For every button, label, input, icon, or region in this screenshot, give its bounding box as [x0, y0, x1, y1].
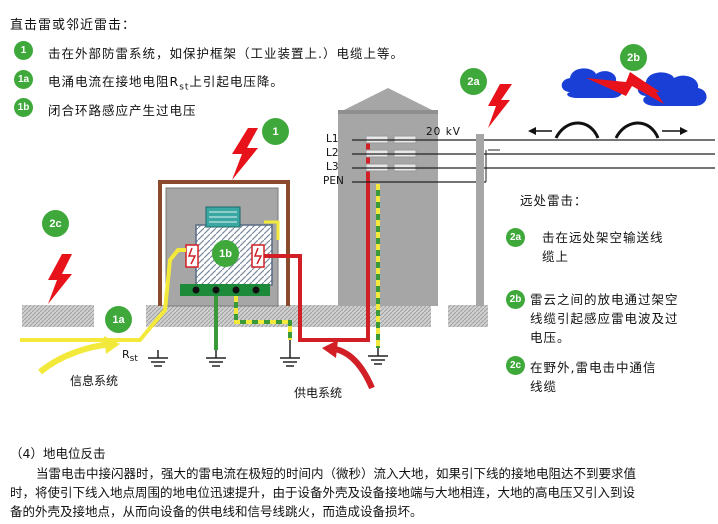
section-heading: （4）地电位反击 [10, 446, 106, 461]
protection-frame [158, 180, 290, 306]
label-rst: Rst [122, 348, 138, 364]
label-rst-main: R [122, 348, 130, 361]
remote-item-2a: 击在远处架空输送线 缆上 [542, 228, 664, 266]
ground-symbol-rst [148, 350, 168, 367]
lightning-diagram [20, 68, 715, 390]
cloud-left [561, 68, 624, 98]
section-line-2: 时，将使引下线入地点周围的地电位迅速提升，由于设备外壳及设备接地端与大地相连，大… [10, 485, 636, 500]
label-l3: L3 [326, 161, 339, 173]
remote-title: 远处雷击： [520, 193, 588, 208]
legend-item-1a: 电涌电流在接地电阻Rst上引起电压降。 [48, 71, 284, 93]
legend-item-1: 击在外部防雷系统，如保护框架（工业装置上.）电缆上等。 [48, 46, 404, 61]
legend-item-1a-sub: st [179, 82, 190, 93]
wave-hump-left [554, 121, 600, 139]
section-line-3: 备的外壳及接地点，从而向设备的供电线和信号线跳火，而造成设备损坏。 [10, 504, 423, 519]
ground-strip-right [448, 305, 488, 327]
legend-item-1b: 闭合环路感应产生过电压 [48, 103, 197, 118]
wave-hump-right [614, 121, 660, 139]
remote-item-2c-line2: 线缆 [530, 379, 558, 394]
ground-symbol-4 [368, 348, 388, 365]
ground-strip-left [22, 305, 94, 327]
lightning-between-clouds [586, 72, 664, 104]
label-pen: PEN [323, 175, 344, 187]
badge-2a-diagram-icon: 2a [460, 68, 487, 95]
remote-item-2a-line1: 击在远处架空输送线 [542, 230, 664, 245]
label-info-system: 信息系统 [70, 374, 119, 388]
title: 直击雷或邻近雷击： [10, 18, 137, 33]
label-rst-sub: st [129, 354, 138, 365]
badge-2c-diagram-icon: 2c [42, 210, 69, 237]
label-l2: L2 [326, 147, 339, 159]
badge-1a-icon: 1a [14, 70, 33, 89]
label-l1: L1 [326, 133, 339, 145]
lightning-bolt-2a [488, 84, 512, 128]
remote-item-2a-line2: 缆上 [542, 249, 570, 264]
remote-item-2b-line1: 雷云之间的放电通过架空 [530, 292, 679, 307]
remote-item-2b-line3: 电压。 [530, 330, 571, 345]
remote-item-2c: 在野外,雷电击中通信 线缆 [530, 358, 656, 396]
badge-1b-diagram-icon: 1b [212, 240, 239, 267]
badge-2c-icon: 2c [506, 356, 525, 375]
badge-1-icon: 1 [14, 41, 33, 60]
ground-symbol-3 [280, 340, 300, 367]
badge-2a-icon: 2a [506, 228, 525, 247]
ground-symbol-2 [206, 350, 226, 367]
info-arrow [38, 341, 113, 375]
label-voltage: 20 kV [426, 126, 461, 138]
section-line-1: 当雷电击中接闪器时，强大的雷电流在极短的时间内（微秒）流入大地，如果引下线的接地… [36, 466, 637, 481]
legend-item-1a-text: 电涌电流在接地电阻R [48, 74, 180, 89]
remote-item-2b: 雷云之间的放电通过架空 线缆引起感应雷电波及过 电压。 [530, 290, 679, 347]
lightning-bolt-2c [48, 254, 72, 304]
badge-1-diagram-icon: 1 [262, 118, 289, 145]
badge-2b-icon: 2b [506, 290, 525, 309]
label-power-system: 供电系统 [294, 386, 343, 400]
badge-1a-diagram-icon: 1a [105, 306, 132, 333]
lightning-bolt-1 [232, 128, 258, 180]
badge-2b-diagram-icon: 2b [620, 44, 647, 71]
power-wire [264, 140, 370, 342]
remote-item-2b-line2: 线缆引起感应雷电波及过 [530, 311, 679, 326]
pole [476, 134, 484, 306]
terminal-bar [180, 284, 270, 296]
substation-building [338, 88, 438, 306]
badge-1b-icon: 1b [14, 98, 33, 117]
remote-item-2c-line1: 在野外,雷电击中通信 [530, 360, 657, 375]
legend-item-1a-tail: 上引起电压降。 [189, 74, 284, 89]
